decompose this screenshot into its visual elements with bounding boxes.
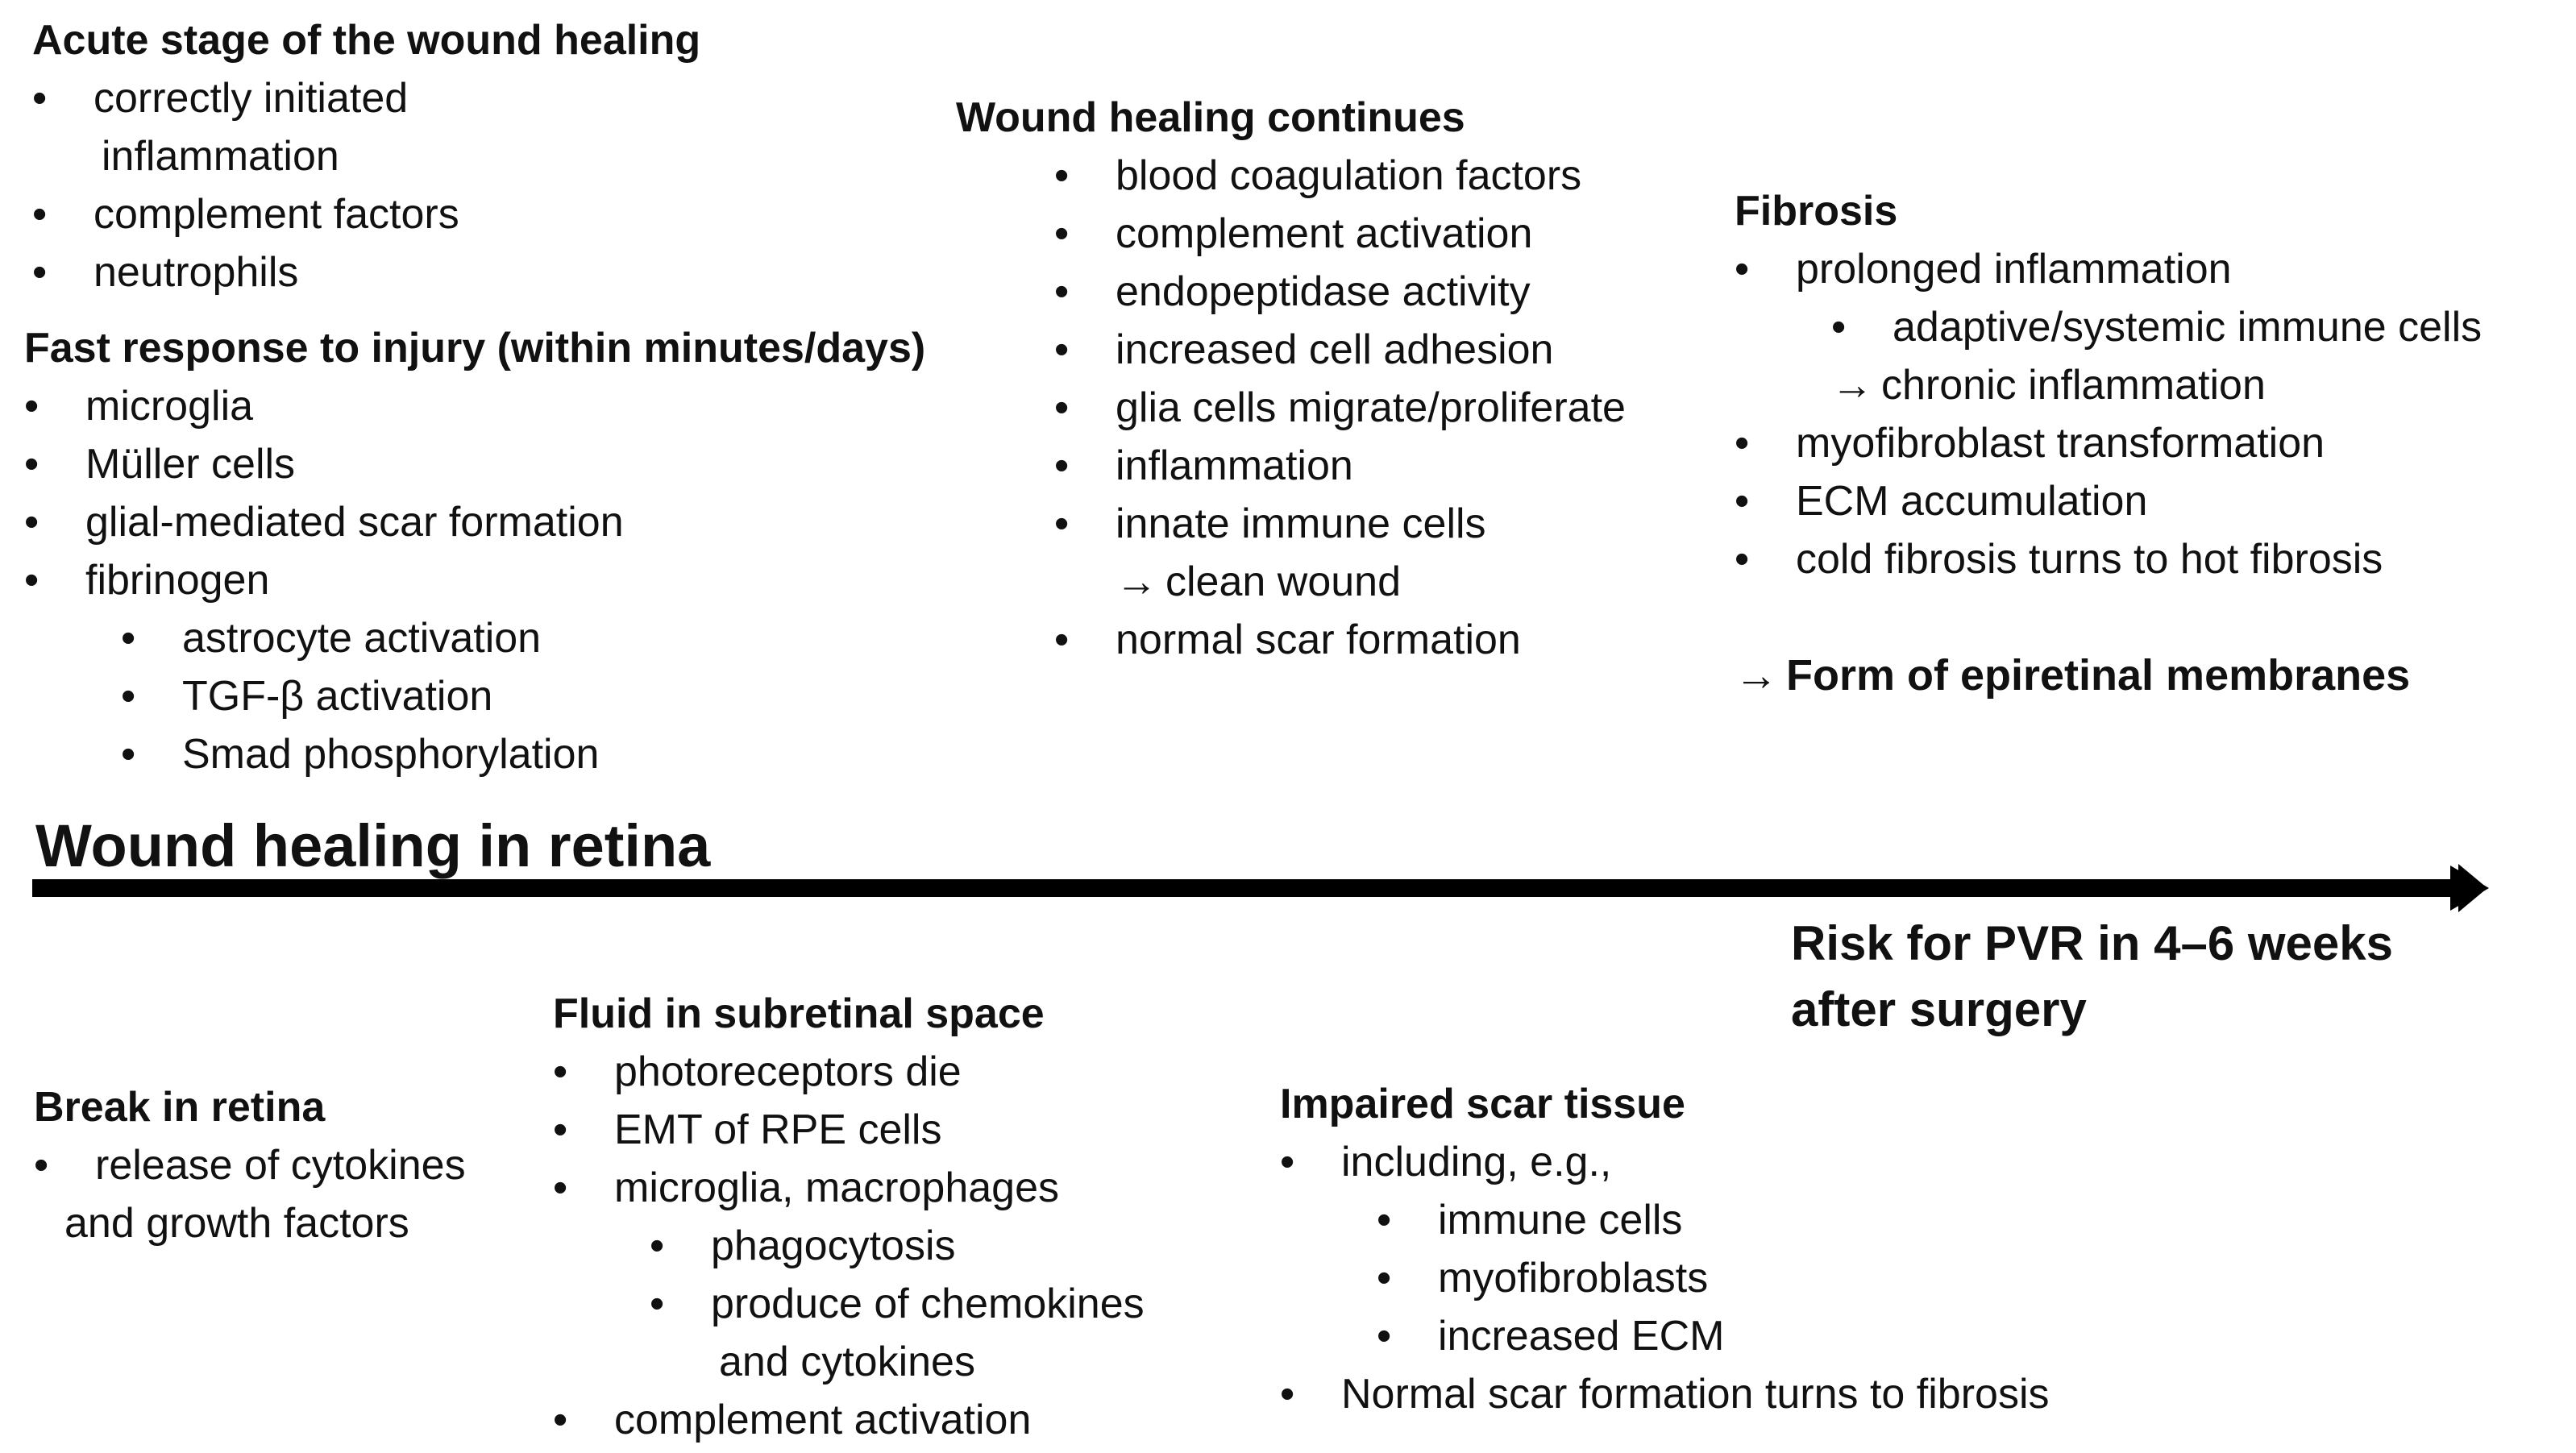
epiretinal-text: Form of epiretinal membranes [1786,651,2411,700]
continues-result: →clean wound [1054,553,1626,611]
continues-item: complement activation [1054,205,1626,263]
continues-result-text: clean wound [1165,558,1401,605]
pvr-risk: Risk for PVR in 4–6 weeks after surgery [1791,911,2393,1043]
fibrosis-result: →chronic inflammation [1735,356,2482,414]
fluid-subitem: produce of chemokines [553,1275,1145,1333]
continues-item: blood coagulation factors [1054,147,1626,205]
epiretinal-conclusion: →Form of epiretinal membranes [1735,646,2410,704]
continues-item: increased cell adhesion [1054,321,1626,379]
acute-item: correctly initiated [32,69,700,127]
impaired-scar-section: Impaired scar tissue including, e.g., im… [1280,1075,2050,1423]
fibrosis-item: myofibroblast transformation [1735,414,2482,472]
impaired-scar-heading: Impaired scar tissue [1280,1081,1685,1127]
fibrosis-subitem: adaptive/systemic immune cells [1735,298,2482,356]
fluid-subitem-continued: and cytokines [719,1339,975,1385]
fibrosis-item: cold fibrosis turns to hot fibrosis [1735,530,2482,588]
fast-item: glial-mediated scar formation [24,493,925,551]
acute-stage-section: Acute stage of the wound healing correct… [32,11,700,301]
continues-item: normal scar formation [1054,611,1626,669]
break-section: Break in retina release of cytokines and… [34,1078,466,1252]
impaired-subitem: immune cells [1280,1191,2050,1249]
fast-item: Müller cells [24,435,925,493]
fibrosis-result-text: chronic inflammation [1881,362,2266,409]
healing-continues-section: Wound healing continues blood coagulatio… [956,89,1626,669]
fluid-section: Fluid in subretinal space photoreceptors… [553,985,1145,1449]
continues-item: endopeptidase activity [1054,263,1626,321]
impaired-subitem: increased ECM [1280,1307,2050,1365]
impaired-item: including, e.g., [1280,1133,2050,1191]
fast-subitem: TGF-β activation [24,667,925,725]
acute-item: neutrophils [32,243,700,301]
healing-continues-heading: Wound healing continues [956,94,1465,141]
arrow-icon: → [1831,362,1873,409]
fast-subitem: Smad phosphorylation [24,725,925,783]
timeline-shaft [32,879,2473,897]
fluid-item: microglia, macrophages [553,1159,1145,1217]
continues-item: glia cells migrate/proliferate [1054,379,1626,437]
fluid-item: photoreceptors die [553,1043,1145,1101]
fluid-heading: Fluid in subretinal space [553,990,1045,1037]
acute-item-continued: inflammation [102,133,339,180]
fibrosis-item: prolonged inflammation [1735,240,2482,298]
fluid-subitem: phagocytosis [553,1217,1145,1275]
fast-item: microglia [24,377,925,435]
acute-item: complement factors [32,185,700,243]
fast-response-section: Fast response to injury (within minutes/… [24,319,925,783]
break-item: release of cytokines [34,1136,466,1194]
pvr-risk-line1: Risk for PVR in 4–6 weeks [1791,916,2394,970]
diagram-title: Wound healing in retina [35,812,711,879]
fibrosis-heading: Fibrosis [1735,188,1898,235]
timeline-arrowhead-body [2450,866,2489,911]
break-item-continued: and growth factors [64,1200,409,1247]
fibrosis-section: Fibrosis prolonged inflammation adaptive… [1735,182,2482,588]
pvr-risk-line2: after surgery [1791,982,2087,1036]
fibrosis-item: ECM accumulation [1735,472,2482,530]
fluid-item: EMT of RPE cells [553,1101,1145,1159]
break-heading: Break in retina [34,1084,326,1131]
continues-item: inflammation [1054,437,1626,495]
fast-subitem: astrocyte activation [24,609,925,667]
continues-item: innate immune cells [1054,495,1626,553]
acute-stage-heading: Acute stage of the wound healing [32,17,701,64]
fast-response-heading: Fast response to injury (within minutes/… [24,325,926,372]
impaired-subitem: myofibroblasts [1280,1249,2050,1307]
fast-item: fibrinogen [24,551,925,609]
fluid-item: complement activation [553,1391,1145,1449]
impaired-item: Normal scar formation turns to fibrosis [1280,1365,2050,1423]
arrow-icon: → [1735,651,1778,700]
arrow-icon: → [1116,558,1157,605]
